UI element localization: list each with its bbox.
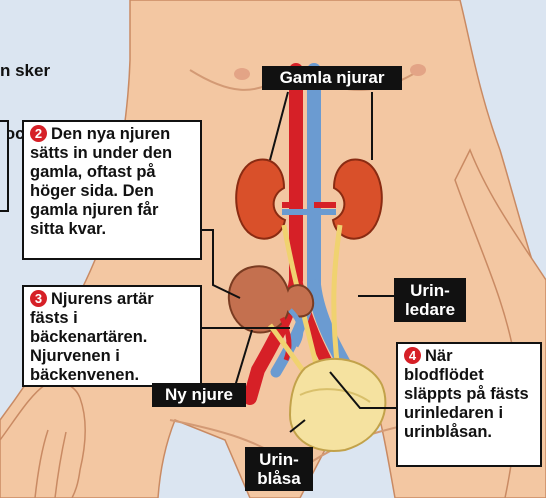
- step-2-text: Den nya njuren sätts in under den gamla,…: [30, 125, 172, 238]
- label-new-kidney: Ny njure: [152, 383, 246, 407]
- step-3-number: 3: [30, 290, 47, 307]
- step-3-text: Njurens artär fästs i bäckenartären. Nju…: [30, 290, 154, 384]
- cropped-box: [0, 120, 9, 212]
- label-bladder: Urin- blåsa: [245, 447, 313, 491]
- label-old-kidneys: Gamla njurar: [262, 66, 402, 90]
- step-4-text: När blodflödet släppts på fästs urinleda…: [404, 347, 529, 441]
- intro-line-1: n sker: [0, 60, 71, 81]
- label-bladder-line-1: Urin-: [245, 450, 313, 469]
- label-bladder-line-2: blåsa: [245, 469, 313, 488]
- step-4-number: 4: [404, 347, 421, 364]
- label-ureter: Urin- ledare: [394, 278, 466, 322]
- label-ureter-line-2: ledare: [394, 300, 466, 319]
- label-ureter-line-1: Urin-: [394, 281, 466, 300]
- step-2-number: 2: [30, 125, 47, 142]
- hand: [0, 382, 85, 498]
- bladder: [290, 359, 385, 451]
